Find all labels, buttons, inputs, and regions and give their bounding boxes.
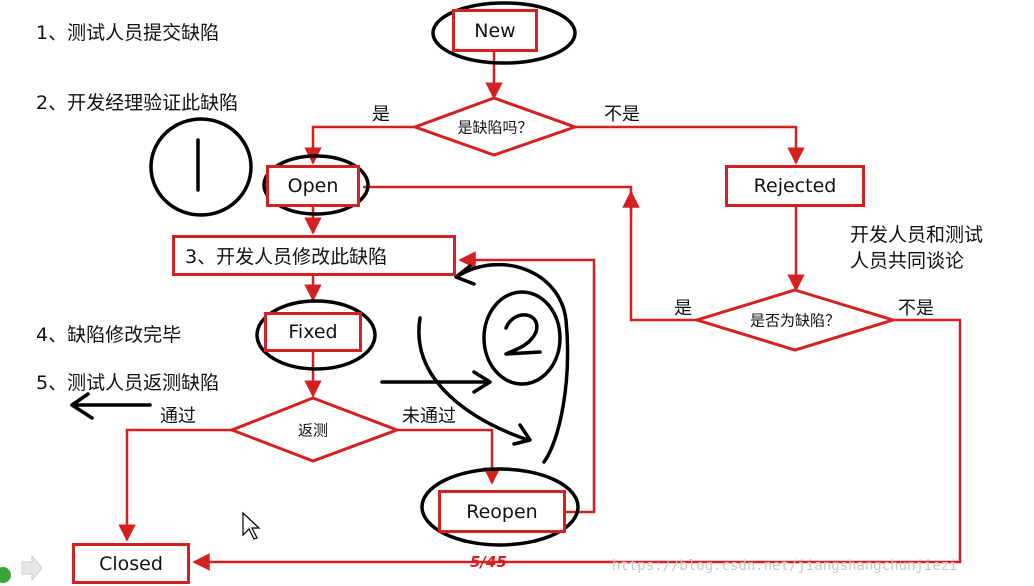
handwritten-circle-one <box>149 117 253 217</box>
state-open: Open <box>266 165 360 207</box>
step-1: 1、测试人员提交缺陷 <box>36 22 220 44</box>
decision-is-defect-2-label: 是否为缺陷？ <box>749 311 841 330</box>
edge-fail-to-reopen <box>397 428 501 485</box>
discussion-note: 开发人员和测试 人员共同谈论 <box>850 222 983 274</box>
edge-no2-to-closed <box>192 318 962 571</box>
handwritten-arrowhead-loop <box>454 264 476 286</box>
step-4: 4、缺陷修改完毕 <box>36 324 182 346</box>
edge-label-no-1: 不是 <box>604 104 640 125</box>
edge-label-no-2: 不是 <box>898 298 934 319</box>
step-2: 2、开发经理验证此缺陷 <box>36 92 239 114</box>
handwritten-circle-open <box>262 154 370 216</box>
handwritten-arrow-loop <box>456 262 570 464</box>
edge-no-to-rejected <box>575 125 805 165</box>
decision-is-defect-label: 是缺陷吗？ <box>457 118 533 137</box>
edge-label-yes-1: 是 <box>372 104 390 125</box>
state-rejected: Rejected <box>725 165 865 207</box>
handwritten-arrowhead-curve <box>512 423 532 446</box>
edge-label-fail: 未通过 <box>402 406 456 427</box>
process-developer-fix: 3、开发人员修改此缺陷 <box>172 235 456 276</box>
decision-is-defect-2 <box>691 288 899 352</box>
handwritten-circle-two <box>482 290 562 386</box>
handwritten-arrow-curve <box>417 316 530 442</box>
state-closed: Closed <box>72 543 190 584</box>
edge-label-yes-2: 是 <box>674 298 692 319</box>
watermark: https://blog.csdn.net/jiangshangchunjiez… <box>612 558 958 574</box>
handwritten-circle-reopen <box>420 467 580 547</box>
cursor-icon <box>242 511 261 540</box>
handwritten-arrowhead-left <box>70 392 94 420</box>
discussion-note-line-2: 人员共同谈论 <box>850 250 965 272</box>
edge-pass-to-closed <box>118 428 232 542</box>
edge-label-pass: 通过 <box>160 406 196 427</box>
handwritten-circle-fixed <box>255 299 377 371</box>
decision-is-defect <box>410 96 580 157</box>
decision-retest-label: 返测 <box>297 421 329 440</box>
handwritten-circle-new <box>431 1 577 65</box>
edge-yes-to-open <box>304 125 415 165</box>
decision-retest <box>227 396 402 463</box>
edge-open-loop <box>363 185 697 322</box>
handwritten-digit-two <box>504 313 542 356</box>
page-number: 5/45 <box>470 553 507 571</box>
state-reopen: Reopen <box>438 490 566 533</box>
handwritten-arrowhead-right <box>472 370 492 394</box>
discussion-note-line-1: 开发人员和测试 <box>850 224 984 246</box>
step-5: 5、测试人员返测缺陷 <box>36 372 220 394</box>
state-fixed: Fixed <box>264 312 362 352</box>
edge-reopen-to-process <box>458 251 596 514</box>
status-dot-icon <box>0 567 11 583</box>
nav-arrow-icon <box>21 554 43 582</box>
state-new: New <box>452 9 538 52</box>
